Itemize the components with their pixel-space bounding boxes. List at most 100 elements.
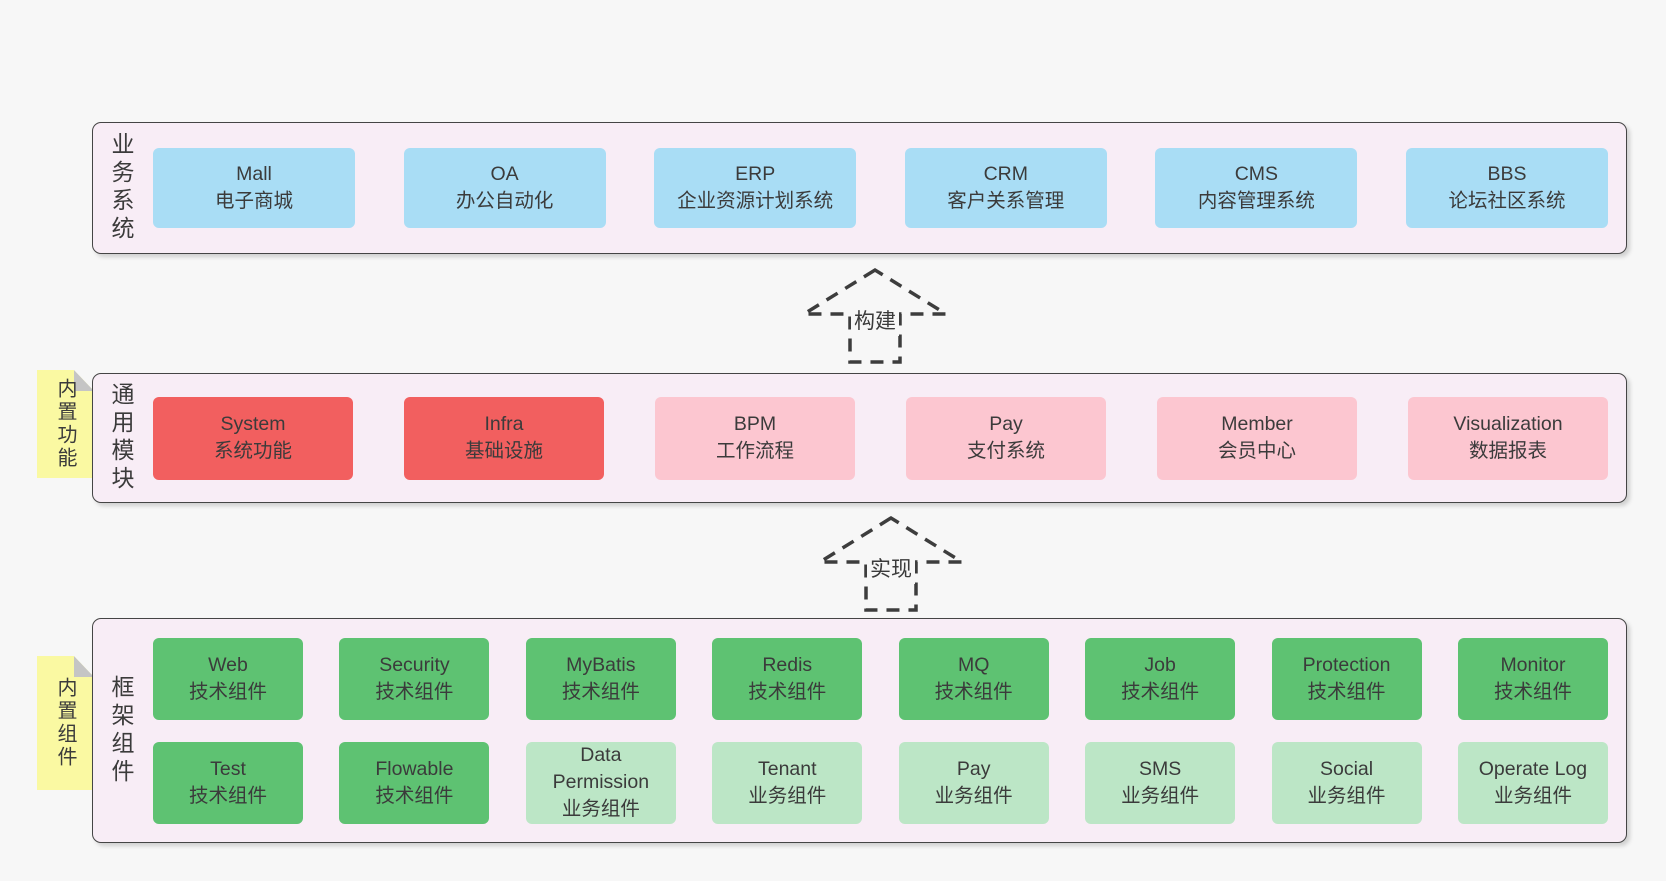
module-box-pay: Pay 业务组件: [898, 741, 1049, 824]
module-subtitle: 技术组件: [934, 680, 1013, 703]
module-title: Social: [1319, 757, 1374, 780]
module-subtitle: 企业资源计划系统: [677, 190, 834, 212]
module-title: Flowable: [375, 757, 454, 780]
module-subtitle: 业务组件: [934, 784, 1013, 807]
module-subtitle: 技术组件: [1493, 680, 1572, 703]
section-common-modules: 通用模块 System 系统功能 Infra 基础设施 BPM 工作流程 Pay 支付系统 Me…: [92, 373, 1627, 503]
module-box-member: Member 会员中心: [1157, 396, 1357, 480]
module-subtitle: 办公自动化: [455, 190, 554, 212]
section-label: 业务系统: [108, 132, 134, 244]
module-box-pay: Pay 支付系统: [906, 396, 1106, 480]
module-subtitle: 业务组件: [1493, 784, 1572, 807]
sticky-note-label: 内置组件: [54, 677, 76, 769]
module-box-crm: CRM 客户关系管理: [904, 148, 1107, 228]
module-title: Member: [1221, 413, 1293, 436]
dashed-up-arrow-build: 构建: [800, 266, 950, 366]
arrow-label: 实现: [867, 552, 915, 584]
module-subtitle: 内容管理系统: [1197, 190, 1315, 212]
module-box-protection: Protection 技术组件: [1271, 637, 1422, 720]
module-box-job: Job 技术组件: [1085, 637, 1236, 720]
module-subtitle: 业务组件: [561, 797, 640, 820]
module-title: Tenant: [757, 757, 817, 780]
module-box-operate-log: Operate Log 业务组件: [1457, 741, 1608, 824]
module-subtitle: 会员中心: [1217, 440, 1296, 462]
module-box-system: System 系统功能: [153, 396, 353, 480]
module-subtitle: 基础设施: [464, 440, 543, 462]
module-box-mall: Mall 电子商城: [153, 148, 355, 228]
module-title: Visualization: [1453, 413, 1563, 436]
module-subtitle: 客户关系管理: [947, 190, 1065, 212]
module-title: Protection: [1302, 653, 1391, 676]
module-title: Mall: [236, 163, 272, 186]
module-box-visualization: Visualization 数据报表: [1408, 396, 1608, 480]
module-subtitle: 系统功能: [213, 440, 292, 462]
module-title: System: [220, 413, 286, 436]
module-box-flowable: Flowable 技术组件: [339, 741, 490, 824]
module-box-web: Web 技术组件: [153, 637, 303, 720]
module-box-redis: Redis 技术组件: [712, 637, 863, 720]
module-box-monitor: Monitor 技术组件: [1457, 637, 1608, 720]
module-title: Test: [210, 757, 246, 780]
module-title: Monitor: [1500, 653, 1566, 676]
module-title: MyBatis: [566, 653, 636, 676]
module-title: CMS: [1234, 163, 1279, 186]
module-box-bpm: BPM 工作流程: [655, 396, 855, 480]
up-arrow-icon: [800, 267, 950, 364]
sticky-note-built-in-components: 内置组件: [37, 656, 94, 790]
module-subtitle: 技术组件: [188, 680, 267, 703]
module-title: MQ: [957, 653, 990, 676]
module-box-bbs: BBS 论坛社区系统: [1405, 148, 1608, 228]
module-subtitle: 论坛社区系统: [1448, 190, 1566, 212]
section-label: 框架组件: [108, 674, 134, 787]
module-title: BPM: [733, 413, 777, 436]
module-title: SMS: [1138, 757, 1182, 780]
module-title: BBS: [1487, 163, 1527, 186]
module-subtitle: 技术组件: [561, 680, 640, 703]
module-subtitle: 技术组件: [375, 680, 454, 703]
module-subtitle: 业务组件: [748, 784, 827, 807]
module-title: Security: [379, 653, 450, 676]
module-title: Job: [1144, 653, 1176, 676]
up-arrow-icon: [816, 515, 966, 612]
module-box-data-permission: Data Permission 业务组件: [525, 741, 676, 824]
module-title: Pay: [956, 757, 991, 780]
section-label: 通用模块: [108, 382, 134, 494]
module-title: Redis: [762, 653, 813, 676]
module-box-tenant: Tenant 业务组件: [712, 741, 863, 824]
module-box-mybatis: MyBatis 技术组件: [525, 637, 676, 720]
module-subtitle: 数据报表: [1468, 440, 1547, 462]
module-subtitle: 技术组件: [1307, 680, 1386, 703]
module-subtitle: 电子商城: [214, 190, 293, 212]
module-title: Data Permission: [552, 744, 650, 794]
module-subtitle: 技术组件: [748, 680, 827, 703]
dashed-up-arrow-implement: 实现: [816, 514, 966, 614]
arrow-label: 构建: [851, 304, 899, 336]
module-box-test: Test 技术组件: [153, 741, 303, 824]
module-title: Web: [208, 653, 248, 676]
module-title: Pay: [989, 413, 1023, 436]
module-subtitle: 工作流程: [715, 440, 794, 462]
section-boxes-area: System 系统功能 Infra 基础设施 BPM 工作流程 Pay 支付系统 Member 会…: [145, 374, 1626, 502]
module-box-mq: MQ 技术组件: [898, 637, 1049, 720]
module-subtitle: 技术组件: [375, 784, 454, 807]
module-subtitle: 支付系统: [966, 440, 1045, 462]
module-subtitle: 技术组件: [188, 784, 267, 807]
module-box-cms: CMS 内容管理系统: [1155, 148, 1358, 228]
sticky-note-label: 内置功能: [54, 378, 76, 470]
module-title: Operate Log: [1478, 757, 1588, 780]
module-subtitle: 技术组件: [1121, 680, 1200, 703]
module-title: Infra: [484, 413, 524, 436]
module-box-security: Security 技术组件: [339, 637, 490, 720]
module-title: ERP: [735, 163, 776, 186]
module-title: CRM: [983, 163, 1028, 186]
